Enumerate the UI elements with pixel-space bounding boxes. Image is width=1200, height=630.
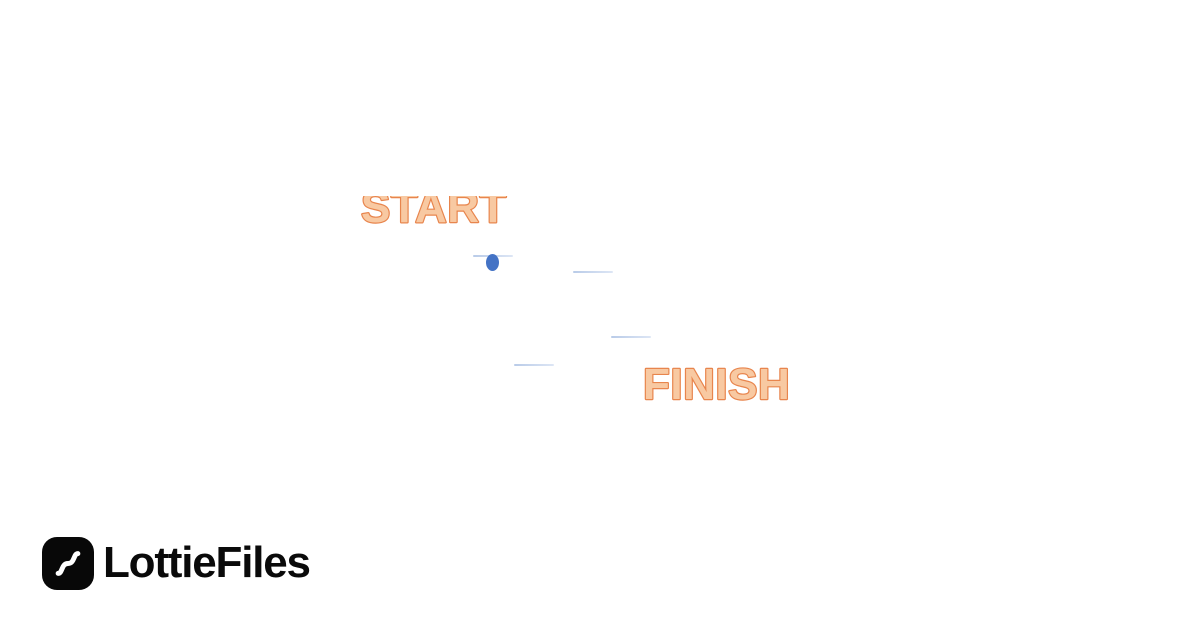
finish-label-svg: FINISH bbox=[642, 360, 791, 408]
lottiefiles-icon bbox=[42, 536, 94, 590]
lottiefiles-wordmark: LottieFiles bbox=[103, 538, 311, 587]
platform-line-3 bbox=[611, 336, 651, 338]
start-label-clip: START bbox=[359, 196, 529, 226]
platform-line-4 bbox=[514, 364, 554, 366]
start-label: START bbox=[361, 196, 507, 226]
start-label-svg: START bbox=[360, 196, 508, 226]
finish-label: FINISH bbox=[643, 360, 790, 408]
platform-line-2 bbox=[573, 271, 613, 273]
lottiefiles-s-curve-icon bbox=[55, 550, 81, 576]
lottiefiles-logo: LottieFiles bbox=[42, 536, 311, 590]
ball-dot bbox=[486, 254, 499, 271]
